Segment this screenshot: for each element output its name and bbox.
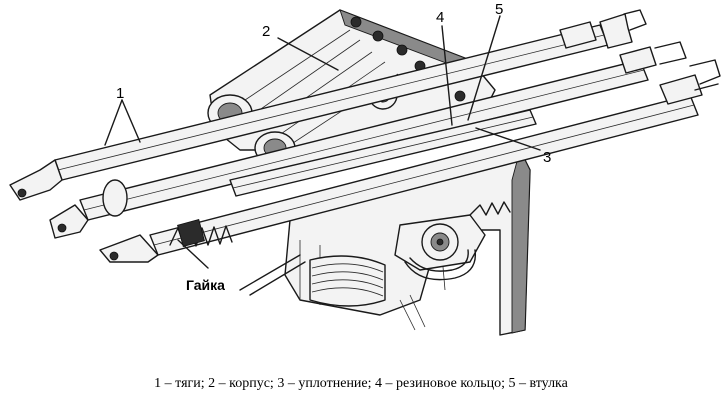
label-4: 4 [436,9,444,26]
label-2: 2 [262,23,270,40]
label-5: 5 [495,1,503,18]
label-3: 3 [543,149,551,166]
label-nut: Гайка [186,277,225,293]
rod-upper-long [229,109,537,197]
figure-caption: 1 – тяги; 2 – корпус; 3 – уплотнение; 4 … [154,376,568,391]
rod-middle [49,41,687,239]
rod-top [9,9,647,201]
rod-bottom [99,59,721,263]
label-1: 1 [116,85,124,102]
leader-lines [104,15,541,269]
